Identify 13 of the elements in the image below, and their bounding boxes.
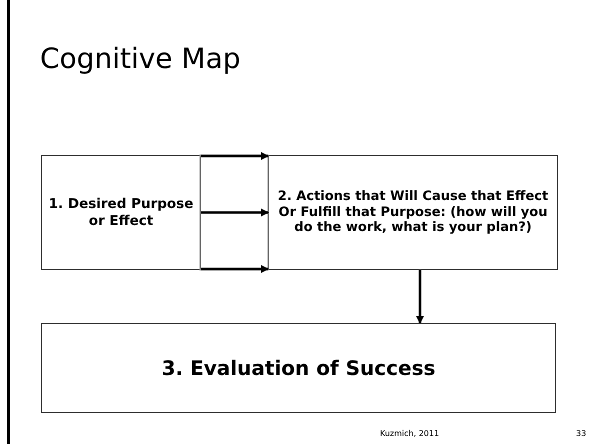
arrow <box>201 265 269 273</box>
process-box <box>268 155 558 270</box>
citation: Kuzmich, 2011 <box>380 429 440 438</box>
slide-title: Cognitive Map <box>40 42 241 75</box>
box-text: 2. Actions that Will Cause that Effect Or Fulfill that Purpose: (how will you do the work, what is your plan?) <box>276 189 550 236</box>
box-text: 1. Desired Purpose or Effect <box>48 196 194 229</box>
arrow <box>201 152 269 160</box>
page-number: 33 <box>576 429 586 438</box>
process-box <box>41 155 201 270</box>
process-box <box>41 323 556 413</box>
box-text: 3. Evaluation of Success <box>162 356 436 380</box>
arrow <box>201 208 269 216</box>
arrow <box>416 270 424 324</box>
